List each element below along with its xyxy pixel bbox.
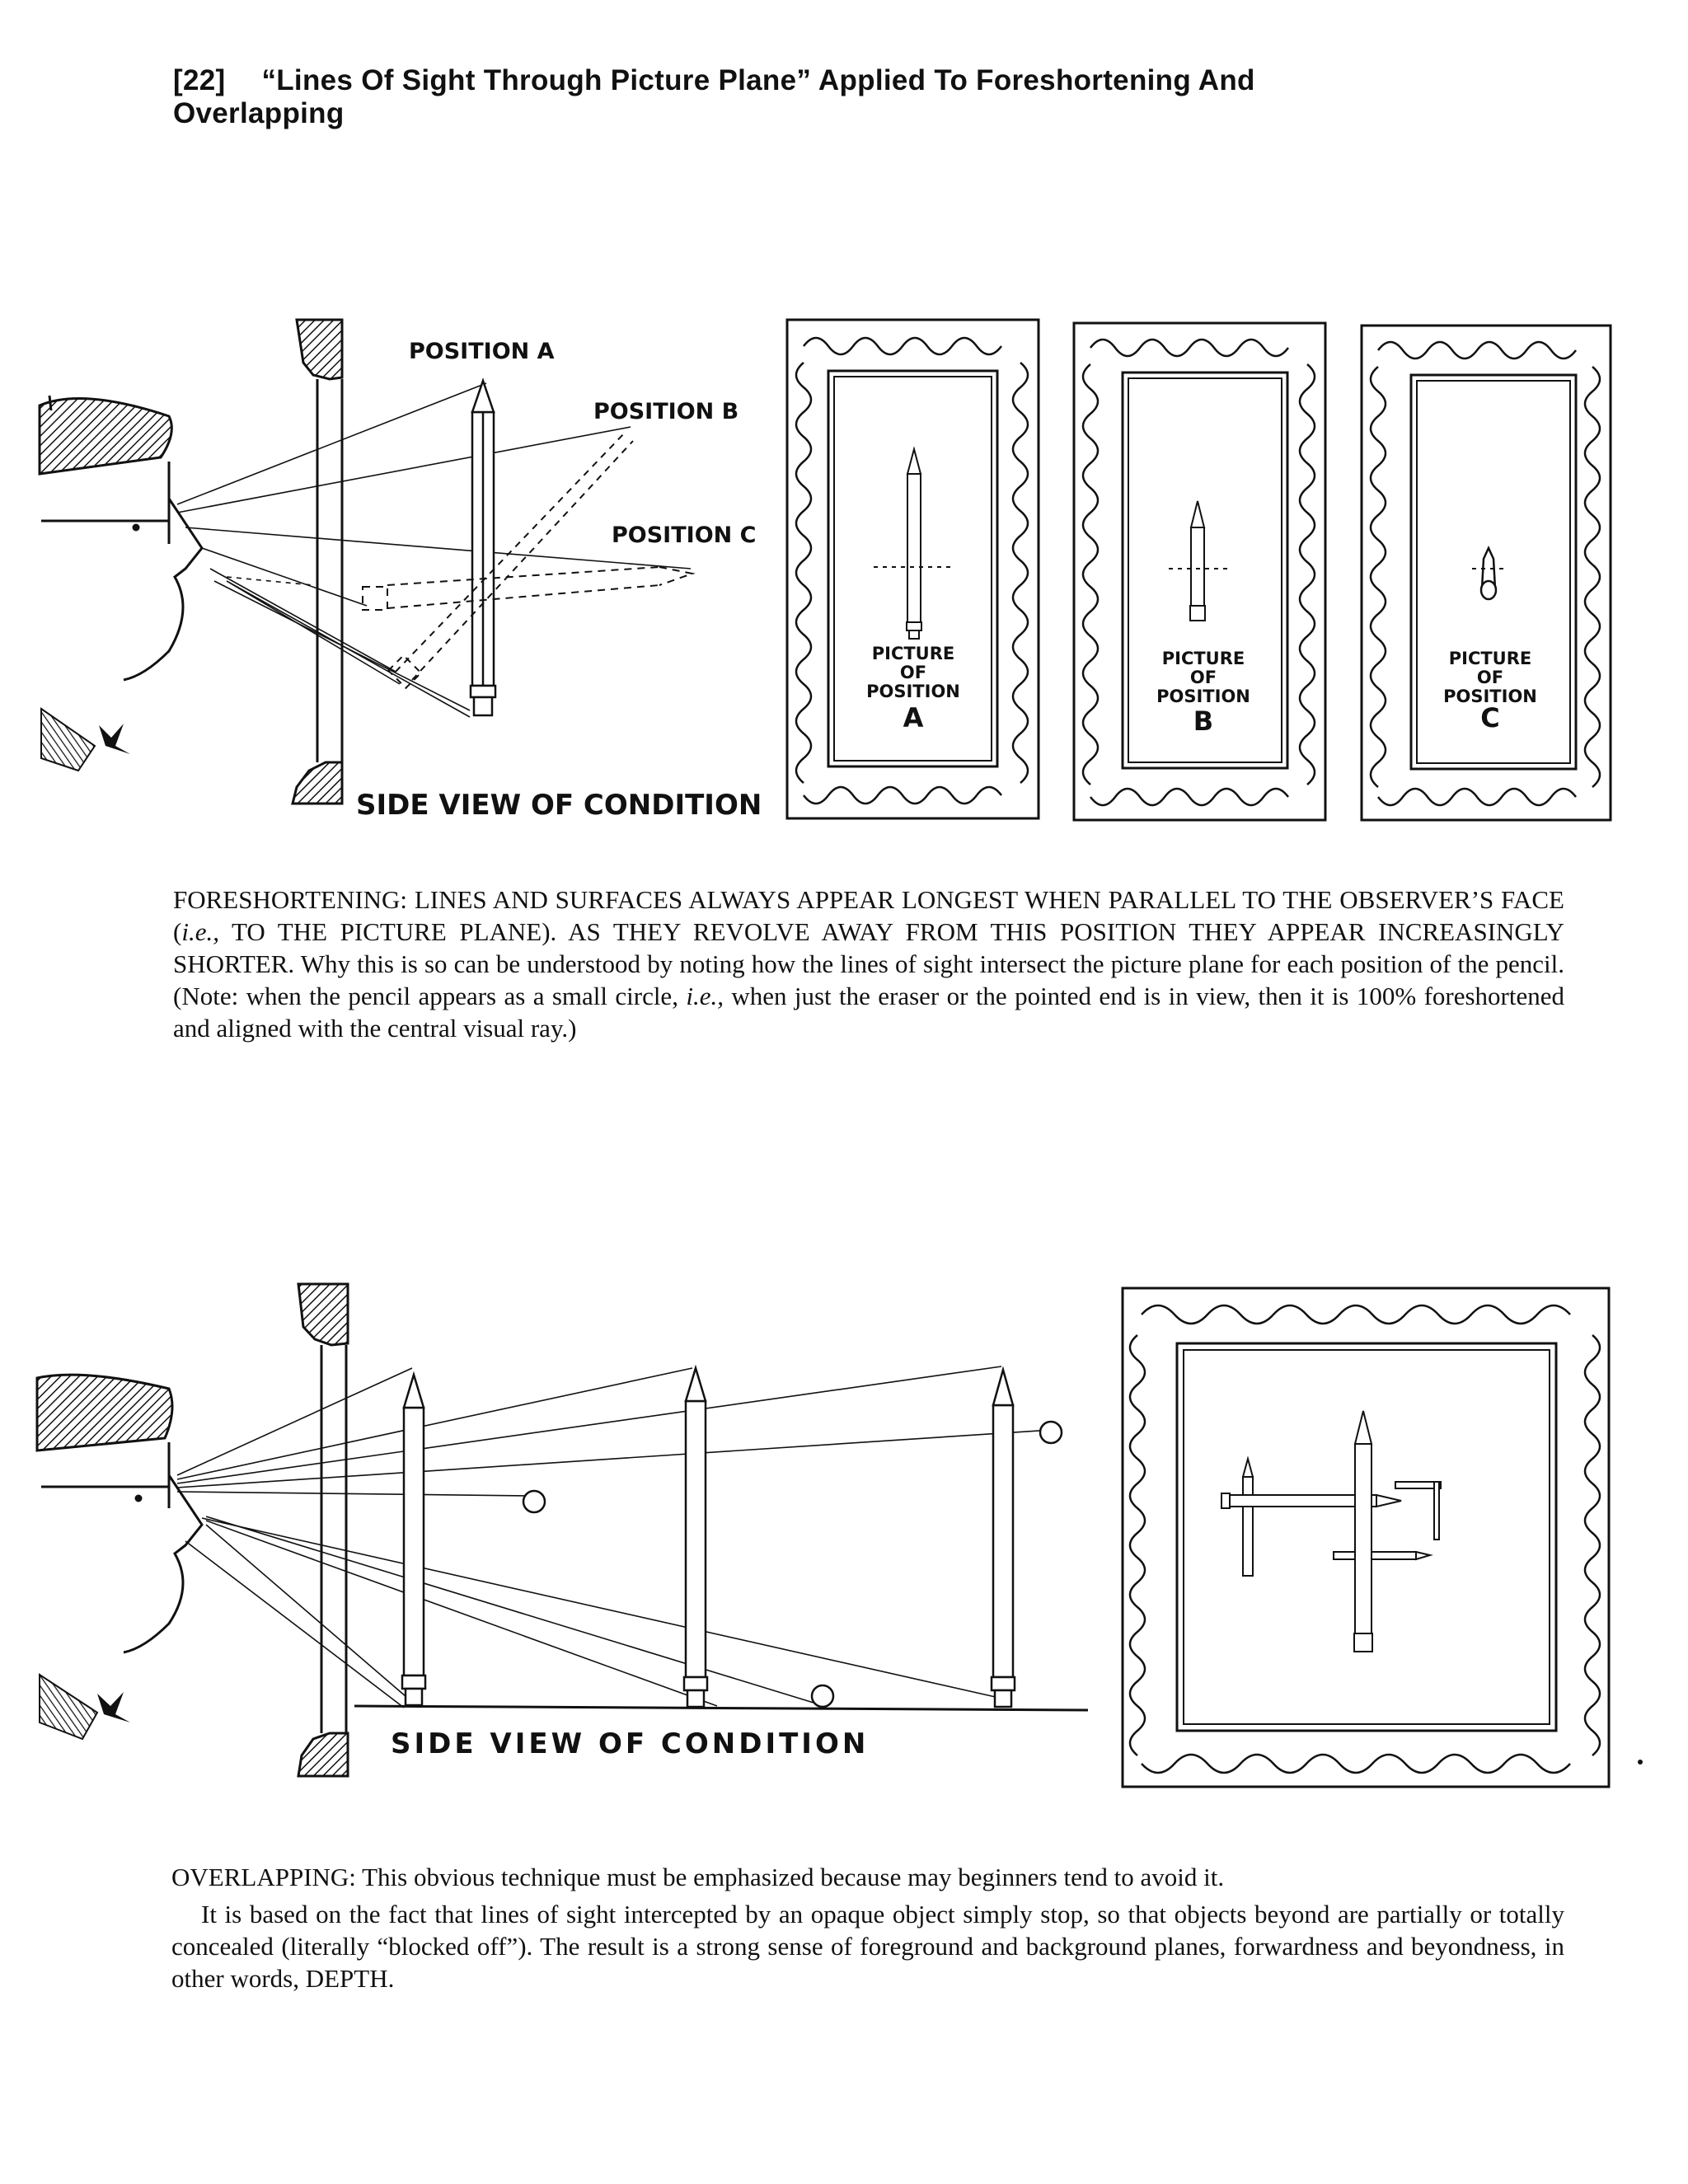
label-side-view: SIDE VIEW OF CONDITION [356,789,762,822]
overlapping-pencils [1221,1410,1442,1652]
label-position-c: POSITION C [612,523,756,548]
observer-head-2 [35,1373,204,1654]
pencil-middle [682,1364,709,1708]
page-header: [22]“Lines Of Sight Through Picture Plan… [173,64,1409,130]
pencils-side-view [401,1364,1016,1708]
svg-text:OF: OF [1477,668,1503,687]
label-side-view-2: SIDE VIEW OF CONDITION [391,1727,869,1760]
pencil-near [401,1371,427,1707]
picture-frame-overlap [1121,1286,1611,1788]
label-position-b: POSITION B [593,399,738,424]
observer-head [38,395,204,682]
foreshortening-paragraph: FORESHORTENING: LINES AND SURFACES ALWAY… [173,885,1564,1043]
page-number: [22] [173,64,226,96]
pencil-position-c [362,566,696,611]
svg-text:POSITION: POSITION [866,682,960,701]
foreshortening-figure: POSITION A POSITION B POSITION C SIDE VI… [38,318,1612,822]
label-position-a: POSITION A [409,339,555,364]
overlapping-body: It is based on the fact that lines of si… [171,1900,1564,1993]
svg-text:C: C [1480,702,1499,733]
svg-text:A: A [903,702,924,733]
sight-lines-2 [176,1366,1089,1712]
svg-text:OF: OF [1190,668,1217,687]
sight-lines [176,382,692,718]
pencil-position-a [469,377,497,717]
picture-plane-side-2 [297,1282,349,1778]
sight-end-circles [522,1420,1063,1708]
svg-text:POSITION: POSITION [1156,687,1250,706]
overlapping-paragraph: OVERLAPPING: This obvious technique must… [171,1861,1564,1994]
svg-text:PICTURE: PICTURE [1162,649,1245,668]
overlapping-heading: OVERLAPPING: This obvious technique must… [171,1863,1225,1891]
collar-icon-2 [39,1673,130,1741]
svg-text:OF: OF [900,663,926,682]
pencil-far [990,1366,1016,1708]
picture-frame-b: PICTURE OF POSITION B [1072,321,1327,822]
stray-dot [1638,1760,1643,1765]
collar-icon [40,707,130,772]
svg-text:PICTURE: PICTURE [872,644,955,663]
svg-text:POSITION: POSITION [1443,687,1537,706]
svg-text:PICTURE: PICTURE [1449,649,1532,668]
pencil-position-b [387,432,634,690]
picture-frame-a: PICTURE OF POSITION A [785,318,1040,820]
picture-plane-side [291,318,344,805]
svg-text:B: B [1193,705,1213,737]
page-title: “Lines Of Sight Through Picture Plane” A… [173,64,1255,129]
frame-c-caption: PICTURE OF POSITION C [1443,649,1537,733]
picture-frame-c: PICTURE OF POSITION C [1360,324,1612,822]
overlapping-figure: SIDE VIEW OF CONDITION [35,1282,1643,1788]
frame-a-caption: PICTURE OF POSITION A [866,644,960,733]
frame-b-caption: PICTURE OF POSITION B [1156,649,1250,737]
